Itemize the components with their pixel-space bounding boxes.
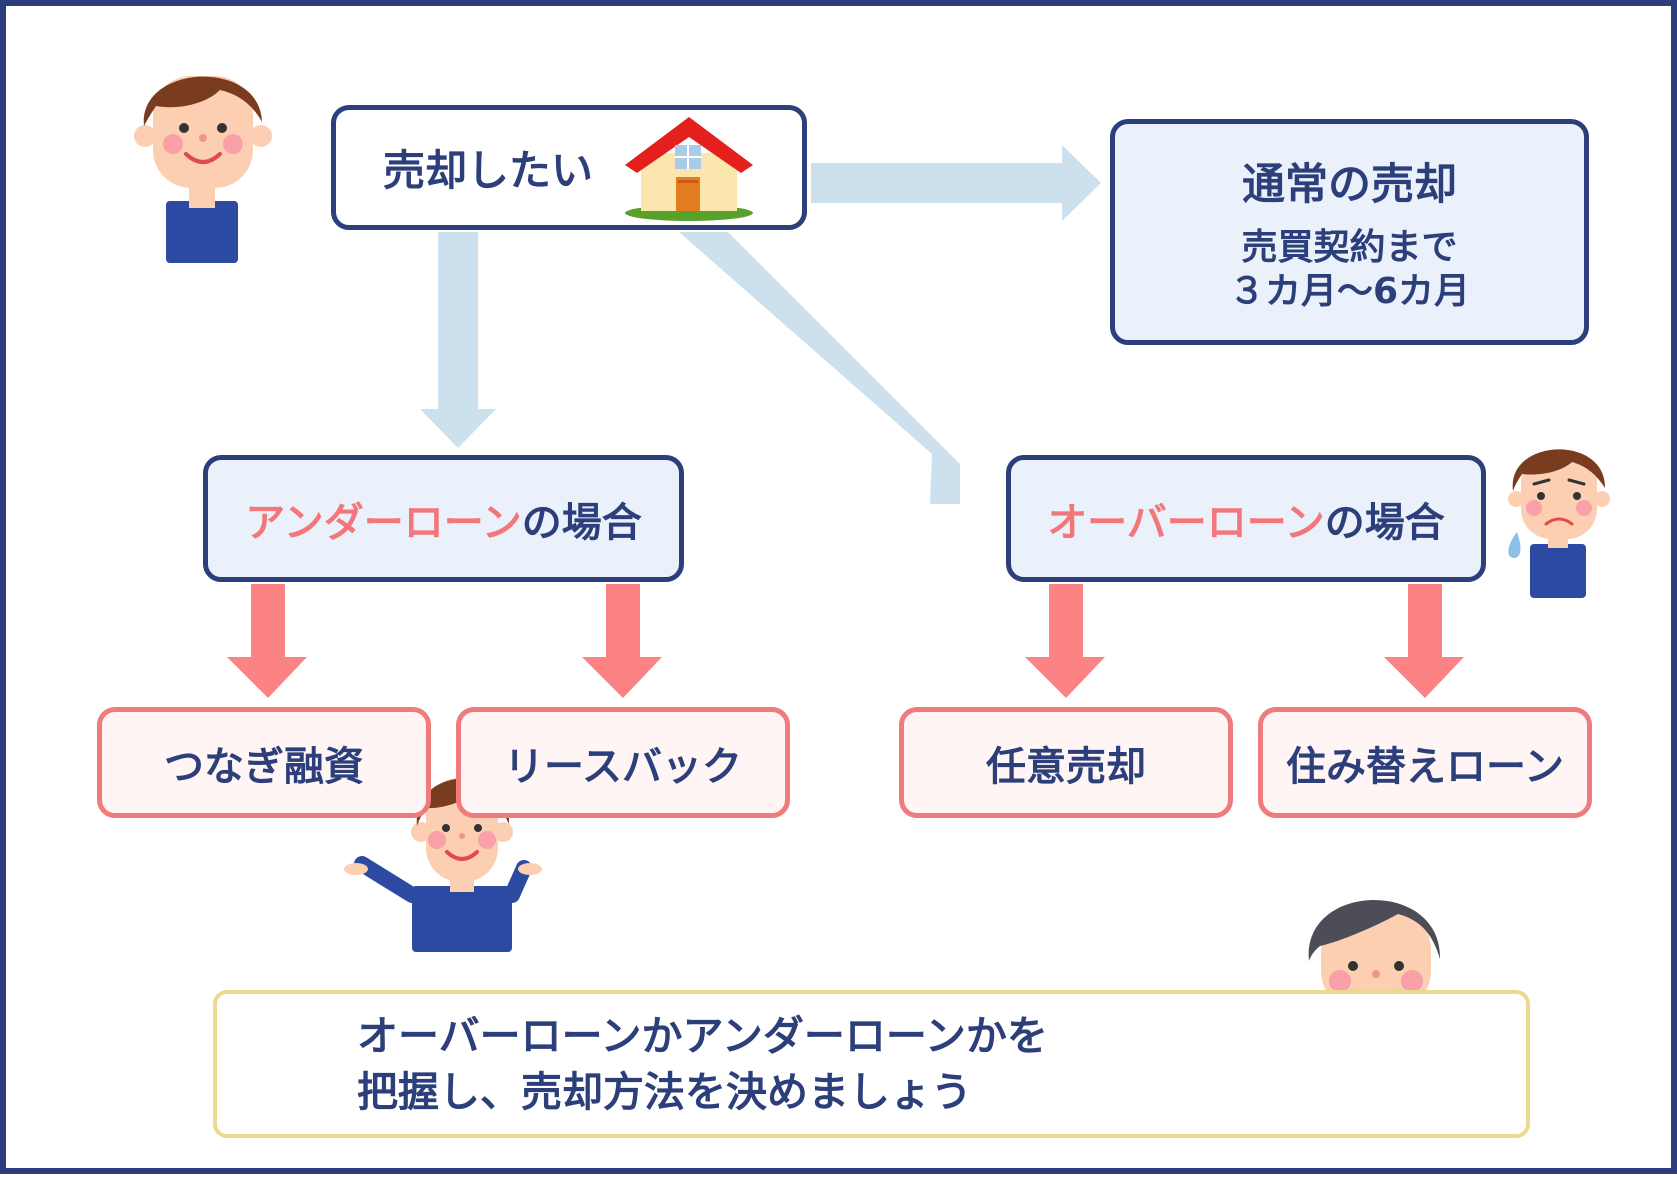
house-icon	[625, 116, 753, 221]
arrow-over-to-nini	[1025, 584, 1105, 698]
start-box-sell: 売却したい	[331, 105, 807, 230]
arrow-over-to-sumikae	[1384, 584, 1464, 698]
over-loan-highlight: オーバーローン	[1047, 499, 1325, 546]
normal-sale-detail-line1: 売買契約まで	[1241, 227, 1458, 268]
under-loan-box: アンダーローンの場合	[203, 455, 684, 582]
flow-arrows	[227, 145, 1464, 698]
arrow-under-to-tsunagi	[227, 584, 307, 698]
arrow-sell-to-under	[420, 232, 496, 448]
option-label: 任意売却	[986, 743, 1146, 790]
normal-sale-box: 通常の売却 売買契約まで ３カ月〜6カ月	[1110, 119, 1589, 345]
advice-note-line1: オーバーローンかアンダーローンかを	[357, 1012, 1048, 1060]
arrow-sell-to-over	[679, 232, 960, 504]
option-label: 住み替えローン	[1286, 743, 1564, 790]
over-loan-box: オーバーローンの場合	[1006, 455, 1486, 582]
option-label: つなぎ融資	[164, 743, 364, 790]
arrow-sell-to-normal	[811, 145, 1101, 221]
normal-sale-title: 通常の売却	[1242, 160, 1457, 210]
advice-note-line2: 把握し、売却方法を決めましょう	[357, 1068, 972, 1116]
option-bridge-loan: つなぎ融資	[97, 707, 431, 818]
arrow-under-to-lease	[582, 584, 662, 698]
option-leaseback: リースバック	[456, 707, 790, 818]
advice-note-box: オーバーローンかアンダーローンかを 把握し、売却方法を決めましょう	[213, 990, 1530, 1138]
option-relocation-loan: 住み替えローン	[1258, 707, 1592, 818]
over-loan-suffix: の場合	[1324, 499, 1445, 546]
smiling-man-icon	[134, 76, 272, 263]
worried-man-icon	[1508, 449, 1610, 598]
under-loan-highlight: アンダーローン	[245, 499, 522, 546]
option-label: リースバック	[504, 743, 742, 790]
under-loan-suffix: の場合	[521, 499, 642, 546]
start-label: 売却したい	[382, 146, 593, 195]
normal-sale-detail-line2: ３カ月〜6カ月	[1228, 271, 1471, 312]
option-voluntary-sale: 任意売却	[899, 707, 1233, 818]
